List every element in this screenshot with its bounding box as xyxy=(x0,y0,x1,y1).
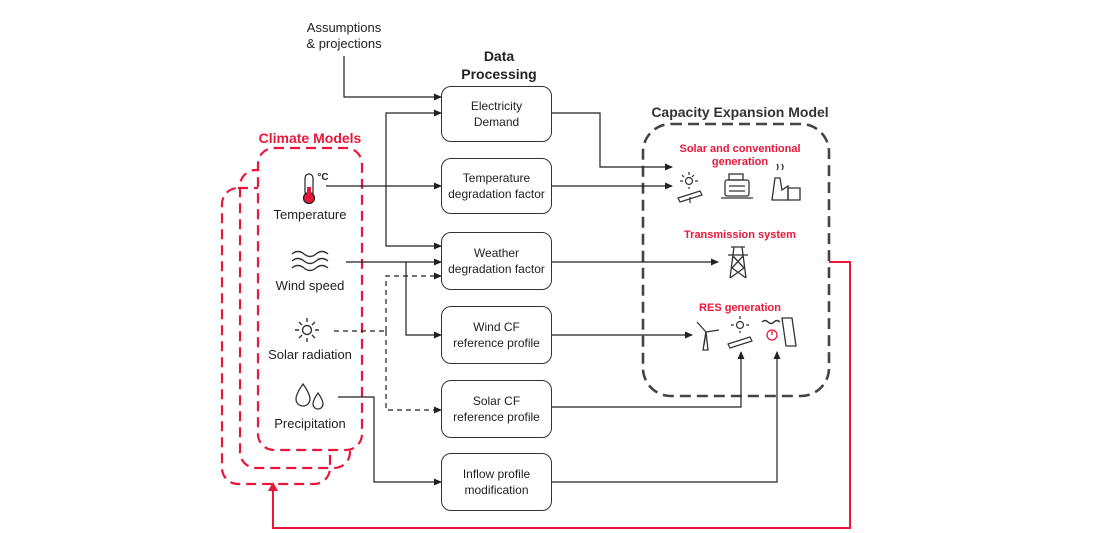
wind-branch-line xyxy=(405,262,442,339)
transmission-tower-icon xyxy=(728,246,748,279)
weather-factor-box: Weather degradation factor xyxy=(441,232,552,290)
climate-models-stack xyxy=(220,146,364,486)
precipitation-label: Precipitation xyxy=(274,416,346,431)
transmission-label: Transmission system xyxy=(684,229,796,241)
hydro-icon xyxy=(761,317,797,347)
temperature-label: Temperature xyxy=(273,207,347,222)
temperature-factor-box: Temperature degradation factor xyxy=(441,158,552,214)
inflow-to-hydro-arrow xyxy=(552,351,781,483)
feedback-loop-line xyxy=(272,261,851,529)
wind-cf-box: Wind CF reference profile xyxy=(441,306,552,364)
assumptions-label: Assumptions & projections xyxy=(306,20,382,52)
solar-radiation-label: Solar radiation xyxy=(268,347,352,362)
assumptions-arrow xyxy=(343,56,442,101)
solar-dashed-to-solar-cf xyxy=(385,331,442,414)
data-processing-title: Data Processing xyxy=(461,48,537,82)
climate-model-box-front xyxy=(256,146,364,452)
inflow-box: Inflow profile modification xyxy=(441,453,552,511)
solar-conventional-label: Solar and conventional generation xyxy=(679,143,801,168)
solar-panel-icon xyxy=(677,172,703,203)
demand-to-model-arrow xyxy=(552,112,673,171)
drops-icon xyxy=(295,382,324,410)
generator-icon xyxy=(721,173,753,199)
solar-cf-box: Solar CF reference profile xyxy=(441,380,552,438)
feedback-loop-arrowhead xyxy=(268,482,278,491)
res-solar-icon xyxy=(727,316,753,349)
temperature-bus-line xyxy=(385,109,442,186)
solar-cf-to-res-arrow xyxy=(552,351,745,408)
capacity-model-title: Capacity Expansion Model xyxy=(651,104,829,120)
capacity-model-box xyxy=(641,122,831,398)
sun-icon xyxy=(295,318,319,342)
res-generation-label: RES generation xyxy=(699,302,781,314)
solar-dashed-to-weather xyxy=(385,272,442,331)
wind-icon xyxy=(291,250,329,272)
temperature-unit: °C xyxy=(317,172,329,183)
wind-speed-label: Wind speed xyxy=(275,278,345,293)
precipitation-arrow xyxy=(338,396,442,486)
electricity-demand-box: Electricity Demand xyxy=(441,86,552,142)
climate-models-title: Climate Models xyxy=(258,130,362,146)
power-plant-icon xyxy=(771,163,801,201)
wind-turbine-icon xyxy=(696,321,720,351)
thermometer-icon xyxy=(302,173,316,205)
temperature-bus-down xyxy=(385,186,442,250)
